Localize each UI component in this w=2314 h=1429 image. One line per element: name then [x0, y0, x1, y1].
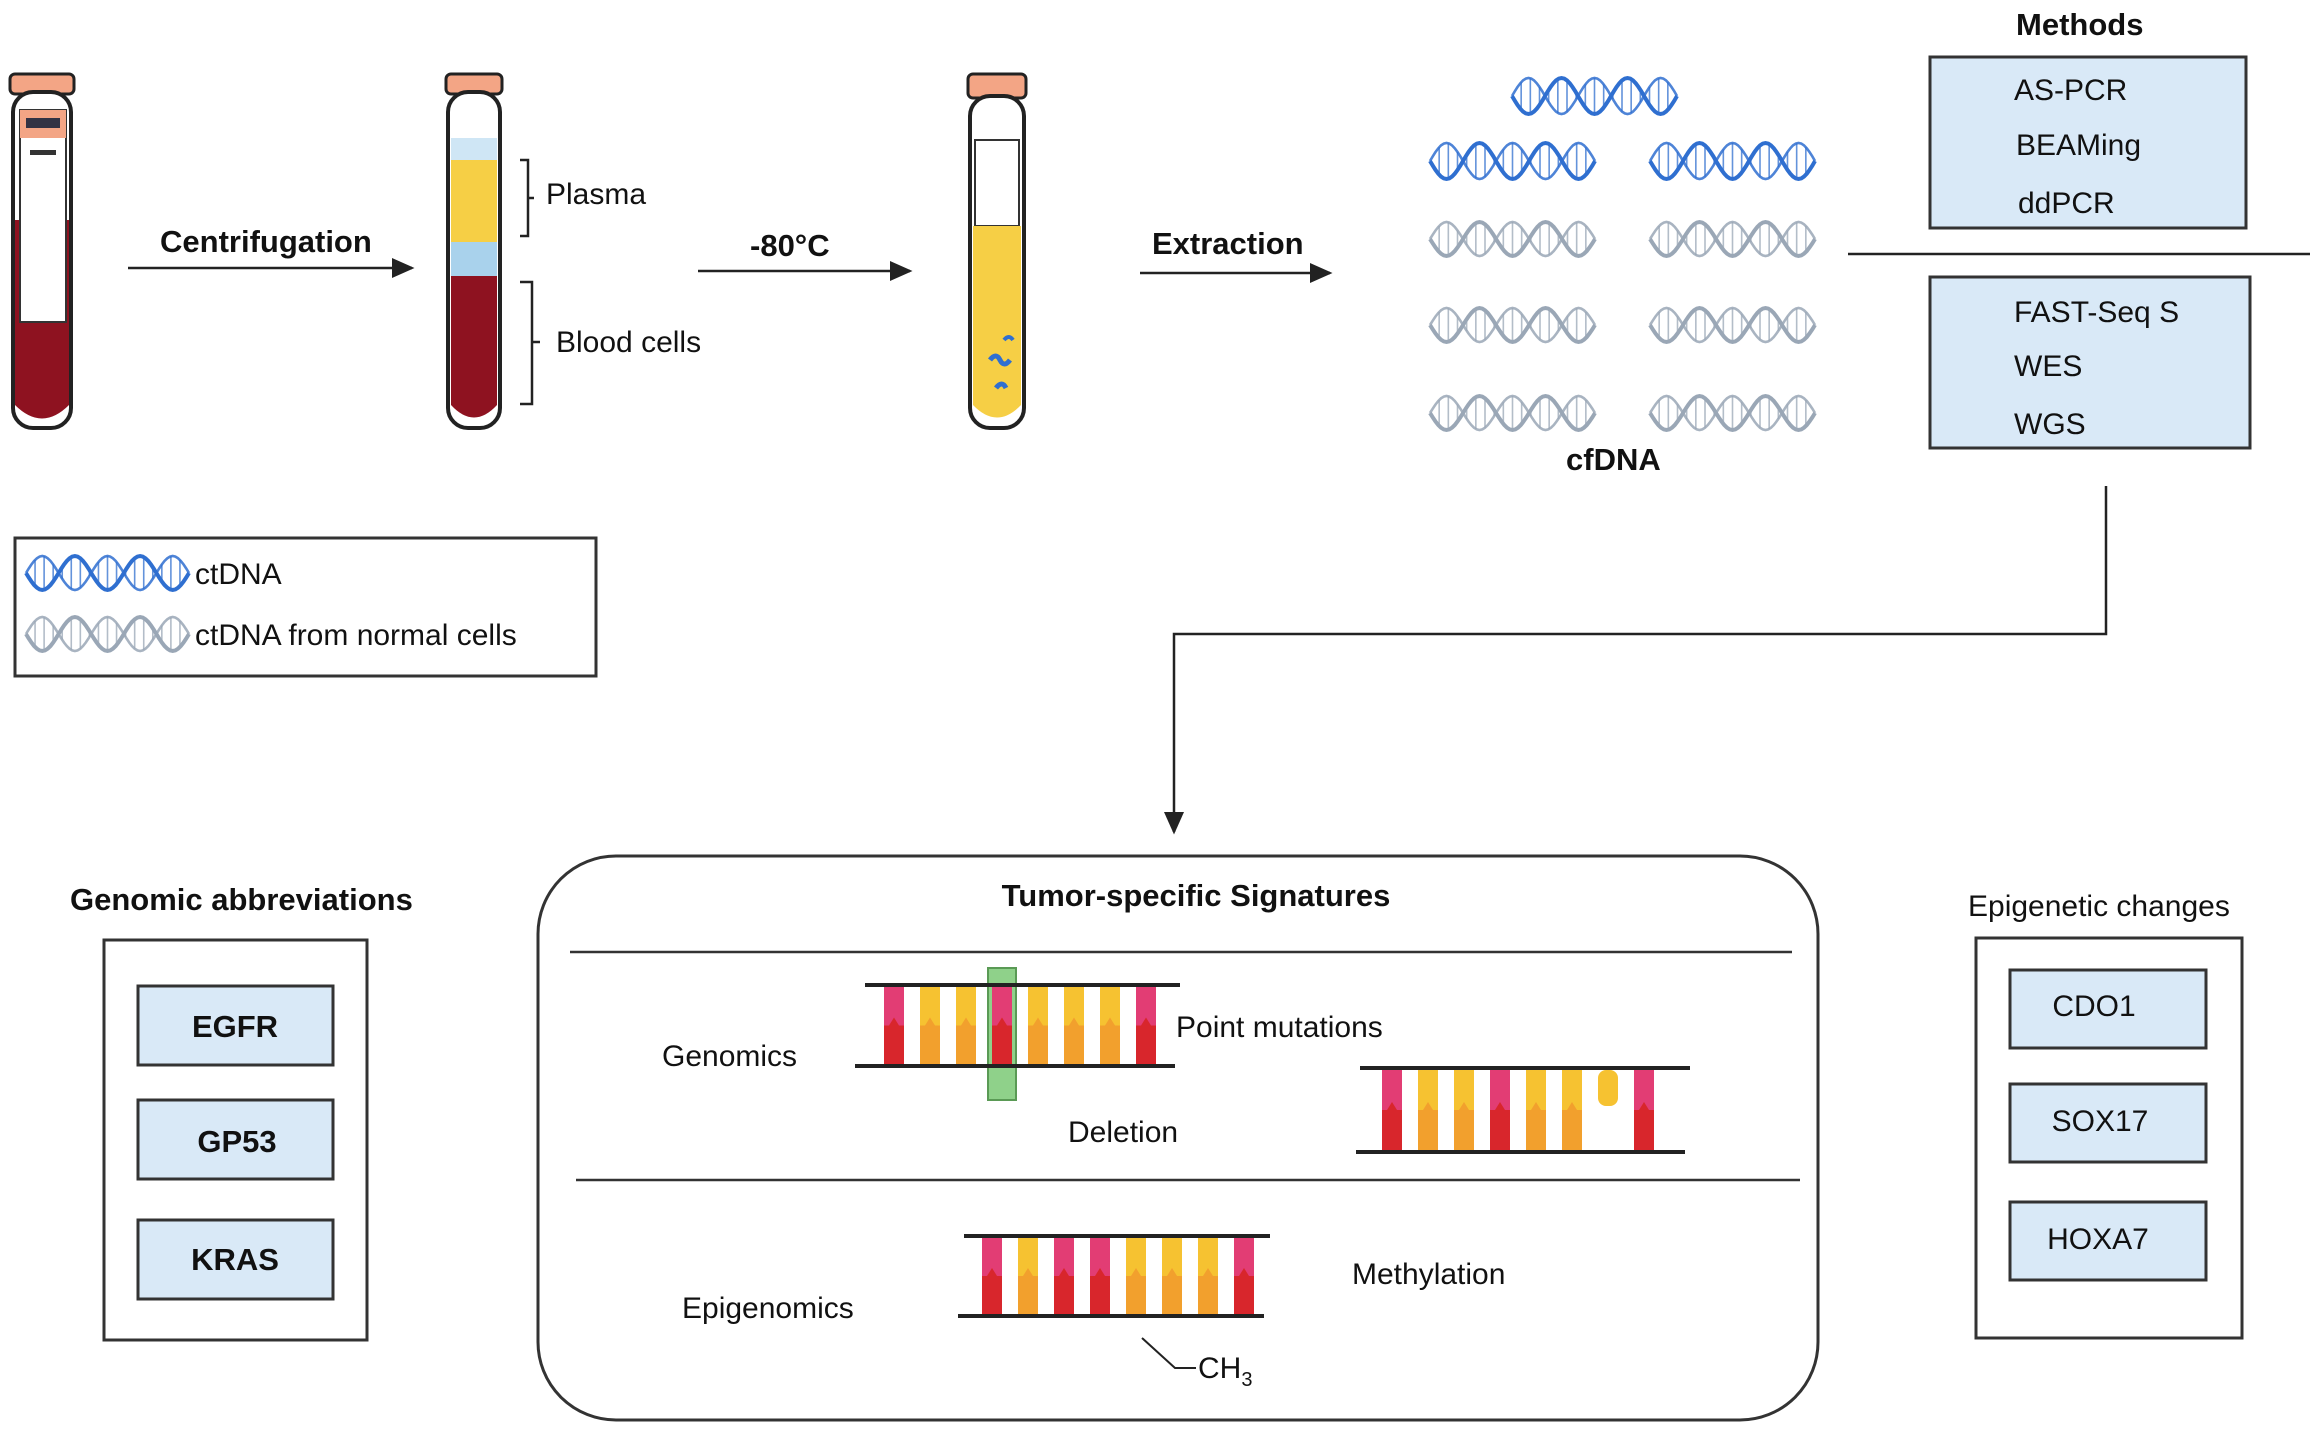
normal-dna-helix-icon [24, 614, 191, 654]
ctdna-helix-icon [1428, 140, 1597, 182]
normal-dna-helix-icon [1648, 393, 1817, 433]
normal-dna-legend-icon [24, 614, 191, 654]
methods-to-signatures-arrow [1164, 486, 2108, 835]
epigenetic-box-hoxa7 [2008, 1200, 2208, 1282]
methylation-strand [958, 1234, 1270, 1318]
cfdna-label: cfDNA [1566, 442, 1661, 477]
deletion-label: Deletion [1068, 1116, 1178, 1149]
methylation-label: Methylation [1352, 1258, 1505, 1291]
genomic-title: Genomic abbreviations [70, 882, 413, 917]
legend-box [13, 536, 598, 678]
ctdna-helix-icon [24, 553, 191, 593]
epigenetic-title: Epigenetic changes [1968, 890, 2230, 923]
epigenetic-cdo1: CDO1 [2052, 990, 2135, 1023]
epigenetic-hoxa7: HOXA7 [2047, 1223, 2149, 1256]
method-wes: WES [2014, 350, 2082, 383]
methods-box-seq [1928, 275, 2252, 450]
normal-dna-helix-icon [1648, 219, 1817, 259]
epigenetic-sox17: SOX17 [2052, 1105, 2149, 1138]
genomic-box-kras [136, 1218, 335, 1301]
epigenetic-box-cdo1 [2008, 968, 2208, 1050]
signatures-panel [536, 854, 1820, 1422]
ch3-pointer [1141, 1337, 1196, 1369]
ctdna-helix-icon [1510, 75, 1679, 117]
freezing-label: -80°C [750, 228, 830, 263]
method-as-pcr: AS-PCR [2014, 74, 2127, 107]
blood-cells-label: Blood cells [556, 326, 701, 359]
ch3-label: CH3 [1198, 1352, 1252, 1391]
method-fast-seq: FAST-Seq S [2014, 296, 2179, 329]
normal-dna-helix-icon [1428, 219, 1597, 259]
plasma-bracket [520, 158, 534, 238]
legend-ctdna-label: ctDNA [195, 558, 282, 591]
cfdna-cluster [1428, 75, 1817, 433]
frozen-plasma-tube-icon [966, 72, 1028, 430]
genomic-egfr: EGFR [192, 1009, 278, 1044]
genomic-box-gp53 [136, 1098, 335, 1181]
genomics-label: Genomics [662, 1040, 797, 1073]
centrifuged-tube-icon [444, 72, 504, 430]
genomic-gp53: GP53 [197, 1124, 276, 1159]
normal-dna-helix-icon [1428, 305, 1597, 345]
blood-tube-icon [8, 72, 76, 430]
genomic-kras: KRAS [191, 1242, 279, 1277]
signatures-title: Tumor-specific Signatures [1002, 878, 1391, 913]
point-mutations-label: Point mutations [1176, 1011, 1383, 1044]
blood-cells-bracket [520, 280, 540, 406]
point-mutation-strand [855, 967, 1180, 1101]
epigenomics-label: Epigenomics [682, 1292, 854, 1325]
methods-title: Methods [2016, 7, 2143, 42]
method-beaming: BEAMing [2016, 129, 2141, 162]
epigenetic-box-sox17 [2008, 1082, 2208, 1164]
method-wgs: WGS [2014, 408, 2086, 441]
method-ddpcr: ddPCR [2018, 187, 2115, 220]
normal-dna-helix-icon [1648, 305, 1817, 345]
legend-normal-label: ctDNA from normal cells [195, 619, 517, 652]
centrifugation-label: Centrifugation [160, 224, 372, 259]
plasma-label: Plasma [546, 178, 646, 211]
genomic-box-egfr [136, 984, 335, 1067]
normal-dna-helix-icon [1428, 393, 1597, 433]
extraction-label: Extraction [1152, 226, 1304, 261]
ctdna-legend-icon [24, 553, 191, 593]
ctdna-helix-icon [1648, 140, 1817, 182]
deletion-strand [1356, 1066, 1690, 1154]
methods-box-pcr [1928, 55, 2248, 230]
